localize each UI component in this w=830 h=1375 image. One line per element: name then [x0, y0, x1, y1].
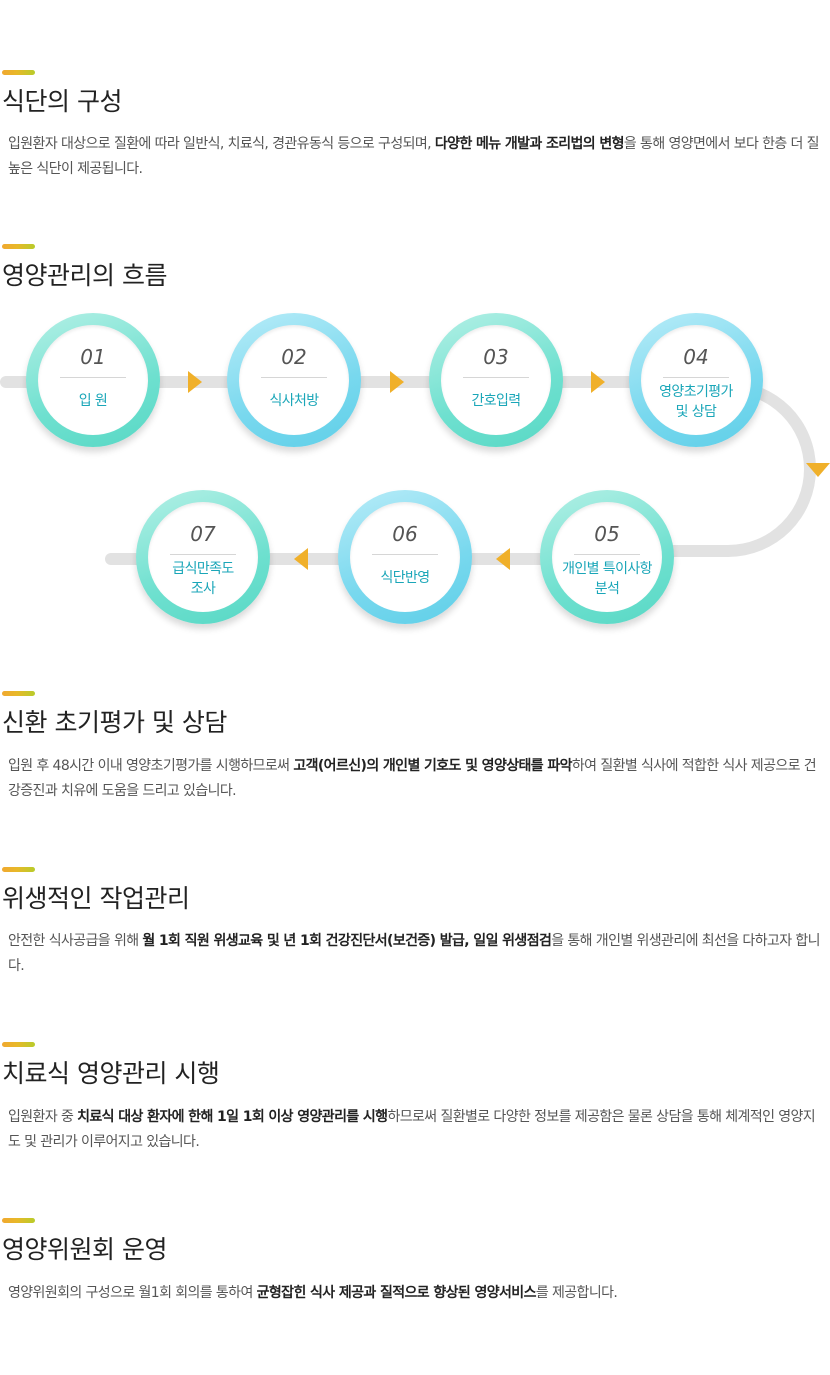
- accent-bar: [2, 70, 35, 75]
- arrow-right-icon: [188, 371, 202, 393]
- arrow-left-icon: [496, 548, 510, 570]
- arrow-left-icon: [294, 548, 308, 570]
- step-label: 입 원: [78, 393, 108, 409]
- step-number: 02: [281, 345, 307, 369]
- step-number: 05: [594, 522, 620, 546]
- step-number: 07: [190, 522, 216, 546]
- flow-diagram: 01 입 원 02 식사처방 03 간호입력 04 영양초기평가 및 상담 05 개인별 …: [0, 305, 830, 635]
- section-body: 입원 후 48시간 이내 영양초기평가를 시행하므로써 고객(어르신)의 개인별…: [8, 758, 817, 799]
- flow-step-7: 07 급식만족도 조사: [136, 490, 270, 624]
- step-label: 식사처방: [269, 393, 319, 409]
- step-label: 식단반영: [380, 570, 430, 586]
- arrow-down-icon: [806, 463, 830, 477]
- accent-bar: [2, 1042, 35, 1047]
- section-body: 입원환자 대상으로 질환에 따라 일반식, 치료식, 경관유동식 등으로 구성되…: [8, 136, 820, 177]
- step-number: 03: [483, 345, 509, 369]
- step-label: 영양초기평가 및 상담: [659, 384, 733, 420]
- flow-step-2: 02 식사처방: [227, 313, 361, 447]
- accent-bar: [2, 244, 35, 249]
- accent-bar: [2, 1218, 35, 1223]
- flow-step-6: 06 식단반영: [338, 490, 472, 624]
- section-title: 위생적인 작업관리: [2, 884, 190, 913]
- step-label: 개인별 특이사항 분석: [562, 561, 652, 597]
- section-title: 식단의 구성: [2, 87, 122, 116]
- section-title: 신환 초기평가 및 상담: [2, 708, 227, 737]
- section-body: 안전한 식사공급을 위해 월 1회 직원 위생교육 및 년 1회 건강진단서(보…: [8, 933, 821, 974]
- flow-step-5: 05 개인별 특이사항 분석: [540, 490, 674, 624]
- flow-step-3: 03 간호입력: [429, 313, 563, 447]
- section-title: 영양위원회 운영: [2, 1235, 167, 1264]
- section-body: 입원환자 중 치료식 대상 환자에 한해 1일 1회 이상 영양관리를 시행하므…: [8, 1109, 816, 1150]
- step-number: 06: [392, 522, 418, 546]
- flow-step-4: 04 영양초기평가 및 상담: [629, 313, 763, 447]
- step-number: 04: [683, 345, 709, 369]
- step-label: 급식만족도 조사: [172, 561, 234, 597]
- section-title: 치료식 영양관리 시행: [2, 1059, 220, 1088]
- step-label: 간호입력: [471, 393, 521, 409]
- section-title: 영양관리의 흐름: [2, 261, 167, 290]
- accent-bar: [2, 691, 35, 696]
- accent-bar: [2, 867, 35, 872]
- arrow-right-icon: [591, 371, 605, 393]
- step-number: 01: [80, 345, 106, 369]
- flow-step-1: 01 입 원: [26, 313, 160, 447]
- arrow-right-icon: [390, 371, 404, 393]
- section-body: 영양위원회의 구성으로 월1회 회의를 통하여 균형잡힌 식사 제공과 질적으로…: [8, 1285, 618, 1301]
